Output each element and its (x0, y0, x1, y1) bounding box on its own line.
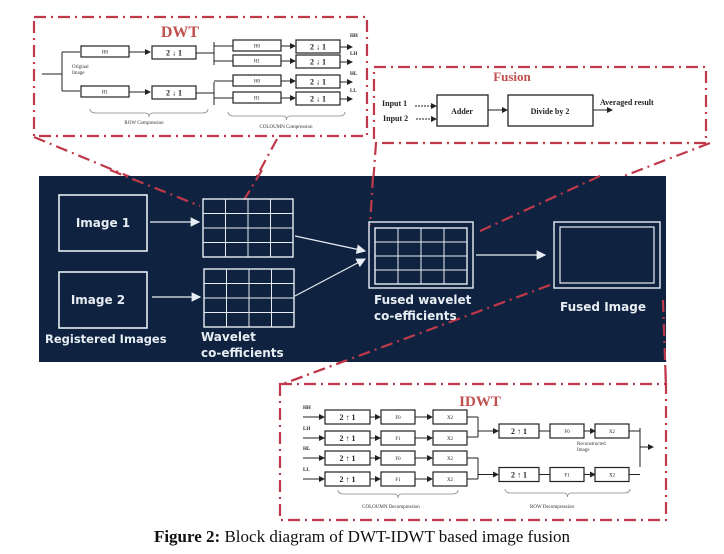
row-compression-brace (89, 108, 209, 118)
fusion-input1-label: Input 1 (382, 99, 407, 108)
fused-image-label: Fused Image (560, 300, 646, 314)
wavelet-coefficients-grid-2 (203, 268, 295, 328)
col-filter-2-label: H0 (254, 79, 261, 84)
col-gain-1-label: X2 (447, 437, 454, 442)
col-decompression-label: COLOUMN Decompression (362, 505, 420, 510)
caption-label: Figure 2: (153, 527, 221, 546)
row-synth-filter-0-label: F0 (564, 430, 570, 435)
row-synth-filter-1-label: F1 (564, 473, 570, 478)
col-downsampler-0-label: 2 ↓ 1 (310, 42, 326, 51)
image2-box (58, 271, 148, 329)
adder-label: Adder (451, 107, 473, 116)
fusion-input2-label: Input 2 (383, 114, 408, 123)
idwt-title: IDWT (459, 394, 501, 410)
row-filter-1-label: H1 (102, 90, 109, 95)
row-compression-label: ROW Compression (124, 121, 164, 126)
idwt-input-lh: LH (303, 427, 310, 432)
row-decompression-label: ROW Decompression (530, 505, 574, 510)
row-upsampler-0-label: 2 ↑ 1 (511, 427, 527, 436)
row-gain-0-label: X2 (609, 430, 616, 435)
row-filter-0-label: H0 (102, 50, 109, 55)
averaged-result-label: Averaged result (600, 98, 654, 107)
dwt-output-hl: HL (350, 72, 358, 77)
dwt-output-hh: HH (350, 34, 358, 39)
idwt-input-ll: LL (303, 468, 310, 473)
row-upsampler-1-label: 2 ↑ 1 (511, 470, 527, 479)
wavelet-label-line1: Wavelet (201, 330, 256, 344)
col-synth-filter-0-label: F0 (395, 416, 401, 421)
col-compression-brace (227, 111, 346, 121)
row-decompression-brace (504, 488, 631, 498)
col-filter-0-label: H0 (254, 44, 261, 49)
fused-coefficients-label-line1: Fused wavelet (374, 293, 472, 307)
reconstructed-image-label-line1: Reconstructed (577, 442, 606, 447)
fused-image-inner (559, 226, 655, 284)
col-synth-filter-1-label: F1 (395, 437, 401, 442)
col-gain-3-label: X2 (447, 478, 454, 483)
col-gain-1 (432, 430, 468, 446)
col-gain-0-label: X2 (447, 416, 454, 421)
idwt-input-hl: HL (303, 447, 311, 452)
caption-text: Block diagram of DWT-IDWT based image fu… (220, 527, 571, 546)
wavelet-label-line2: co-efficients (201, 346, 284, 360)
dwt-output-lh: LH (350, 52, 357, 57)
registered-images-label: Registered Images (45, 332, 167, 346)
adder-block (436, 94, 489, 127)
row-gain-1-label: X2 (609, 473, 616, 478)
fused-image-outer (553, 221, 661, 289)
fused-coefficients-grid (374, 227, 468, 285)
fused-coefficients-label-line2: co-efficients (374, 309, 457, 323)
arrow-grid2-to-fused (294, 258, 367, 297)
col-filter-3-label: H1 (254, 96, 261, 101)
panel-background (39, 176, 666, 362)
dwt-title: DWT (161, 24, 200, 41)
col-synth-filter-3-label: F1 (395, 478, 401, 483)
reconstructed-image-label-line2: Image (577, 448, 590, 453)
fusion-title: Fusion (493, 69, 531, 84)
col-downsampler-1-label: 2 ↓ 1 (310, 57, 326, 66)
fused-coefficients-outer (368, 221, 474, 289)
divide-label: Divide by 2 (531, 107, 570, 116)
fusion-panel: Fusion Input 1 Input 2 Adder Divide by 2… (372, 65, 708, 145)
image1-label: Image 1 (76, 216, 130, 230)
col-upsampler-1-label: 2 ↑ 1 (340, 434, 356, 443)
original-image-label-line1: Original (72, 65, 89, 70)
col-downsampler-3-label: 2 ↓ 1 (310, 94, 326, 103)
col-synth-filter-2-label: F0 (395, 457, 401, 462)
image1-box (58, 194, 148, 252)
col-downsampler-2-label: 2 ↓ 1 (310, 77, 326, 86)
col-decompression-brace (337, 489, 459, 499)
image2-label: Image 2 (71, 293, 125, 307)
col-compression-label: COLOUMN Compression (260, 125, 313, 130)
row-downsampler-1-label: 2 ↓ 1 (166, 88, 182, 97)
col-upsampler-3-label: 2 ↑ 1 (340, 475, 356, 484)
col-upsampler-0-label: 2 ↑ 1 (340, 413, 356, 422)
col-upsampler-2-label: 2 ↑ 1 (340, 454, 356, 463)
wavelet-coefficients-grid-1 (202, 198, 294, 258)
original-image-label-line2: Image (72, 71, 85, 76)
col-filter-1-label: H1 (254, 59, 261, 64)
row-downsampler-0-label: 2 ↓ 1 (166, 48, 182, 57)
dwt-output-ll: LL (350, 89, 357, 94)
main-panel: Image 1 Image 2 Registered Images Wavele… (39, 168, 668, 389)
col-gain-2-label: X2 (447, 457, 454, 462)
figure-caption: Figure 2: Block diagram of DWT-IDWT base… (0, 527, 724, 547)
arrow-grid1-to-fused (294, 235, 367, 254)
idwt-input-hh: HH (303, 406, 311, 411)
